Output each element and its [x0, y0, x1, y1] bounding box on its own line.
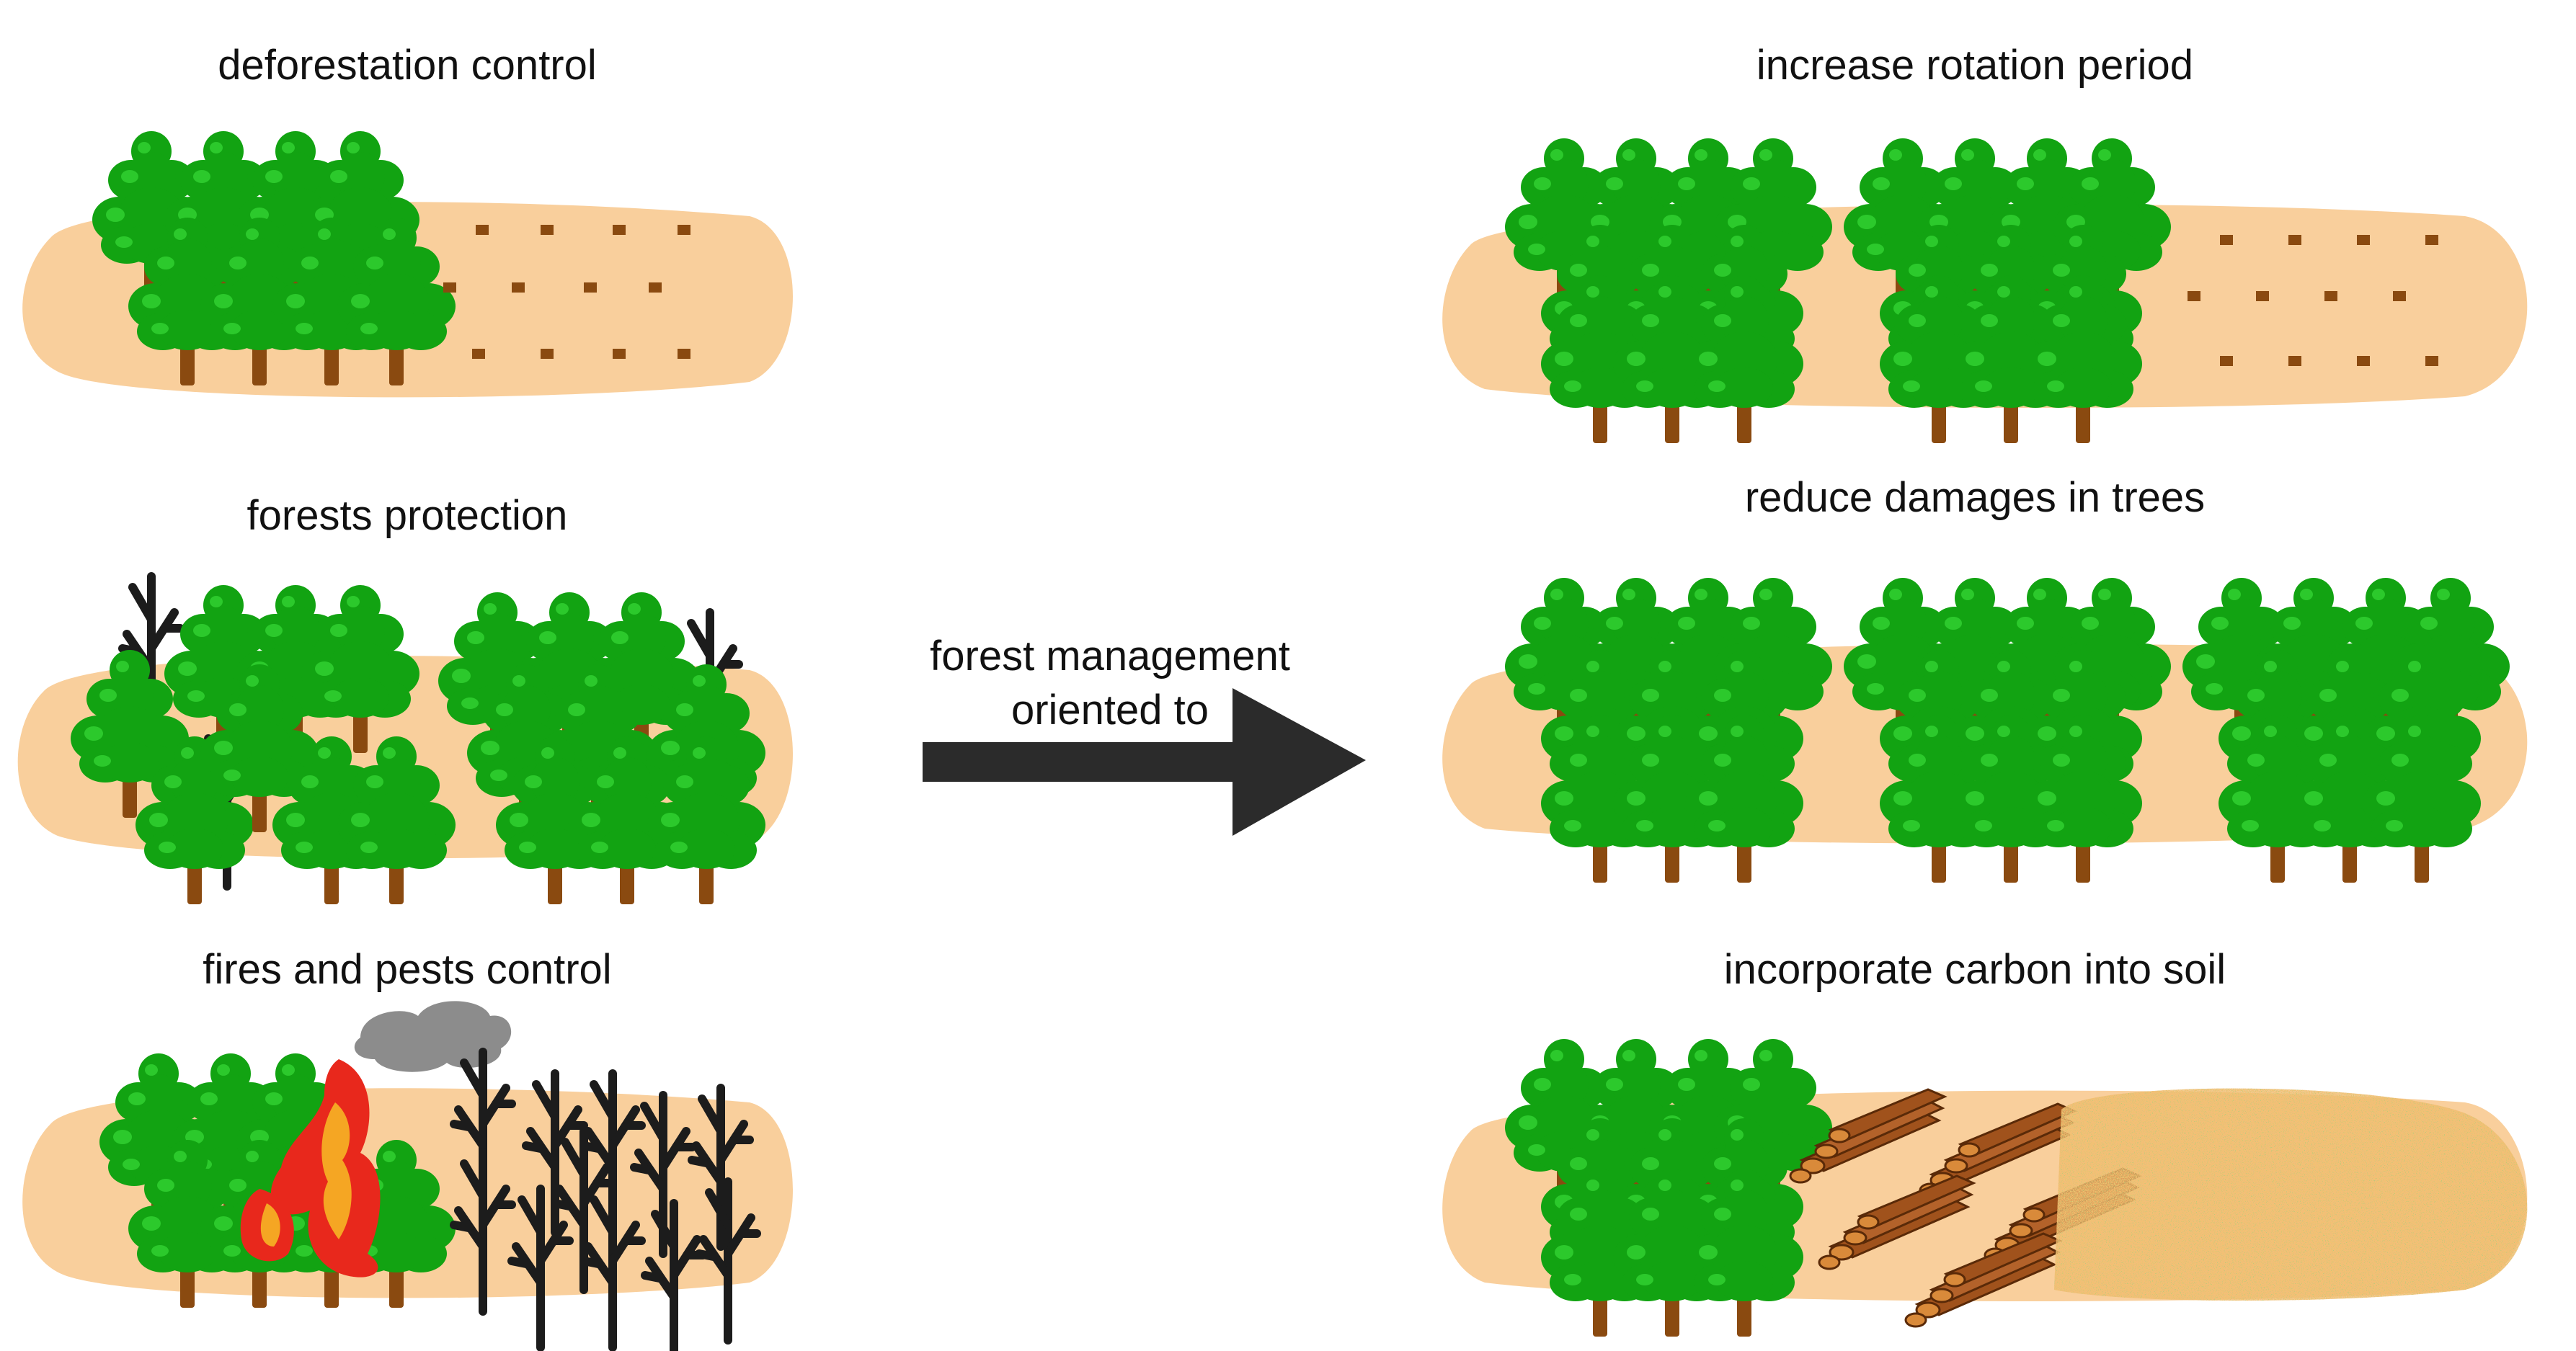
fire-icon — [240, 1059, 381, 1278]
tree-group — [1505, 578, 2510, 883]
stump-icon — [541, 225, 554, 235]
stump-icon — [2357, 235, 2370, 245]
panel-increase-rotation-period: increase rotation period — [1442, 42, 2528, 443]
stump-icon — [512, 282, 525, 293]
stump-icon — [584, 282, 597, 293]
stump-icon — [613, 225, 626, 235]
management-arrow: forest management oriented to — [923, 633, 1366, 836]
panel-title: increase rotation period — [1756, 42, 2193, 89]
stump-icon — [2220, 356, 2233, 366]
panel-fires-pests-control: fires and pests control — [22, 946, 794, 1351]
stump-group — [2188, 235, 2438, 366]
panel-title: reduce damages in trees — [1745, 474, 2205, 521]
stump-icon — [2256, 291, 2269, 301]
panel-title: forests protection — [247, 492, 568, 539]
arrow-label-line2: oriented to — [1011, 687, 1209, 734]
stump-icon — [678, 225, 690, 235]
stump-icon — [2425, 235, 2438, 245]
stump-icon — [678, 349, 690, 359]
stump-icon — [2188, 291, 2200, 301]
stump-icon — [2288, 235, 2301, 245]
enriched-soil-area — [2054, 1088, 2528, 1301]
stump-icon — [613, 349, 626, 359]
stump-icon — [541, 349, 554, 359]
stump-icon — [2324, 291, 2337, 301]
stump-icon — [2220, 235, 2233, 245]
stump-icon — [472, 349, 485, 359]
stump-icon — [649, 282, 662, 293]
panel-title: incorporate carbon into soil — [1724, 946, 2226, 993]
panel-reduce-damages-in-trees: reduce damages in trees — [1442, 474, 2528, 883]
stump-icon — [2288, 356, 2301, 366]
stump-icon — [476, 225, 489, 235]
arrow-label-line1: forest management — [930, 633, 1290, 679]
tree-group — [1505, 1039, 1832, 1337]
stump-icon — [2393, 291, 2406, 301]
stump-icon — [2357, 356, 2370, 366]
panel-title: deforestation control — [218, 42, 597, 89]
panel-deforestation-control: deforestation control — [22, 42, 794, 398]
smoke-cloud-icon — [354, 1001, 512, 1072]
panel-title: fires and pests control — [203, 946, 611, 993]
panel-forests-protection: forests protection — [17, 492, 794, 904]
panel-incorporate-carbon-into-soil: incorporate carbon into soil — [1442, 946, 2528, 1337]
stump-icon — [2425, 356, 2438, 366]
stump-group — [443, 225, 690, 359]
stump-icon — [443, 282, 456, 293]
right-arrow-icon — [923, 688, 1366, 836]
